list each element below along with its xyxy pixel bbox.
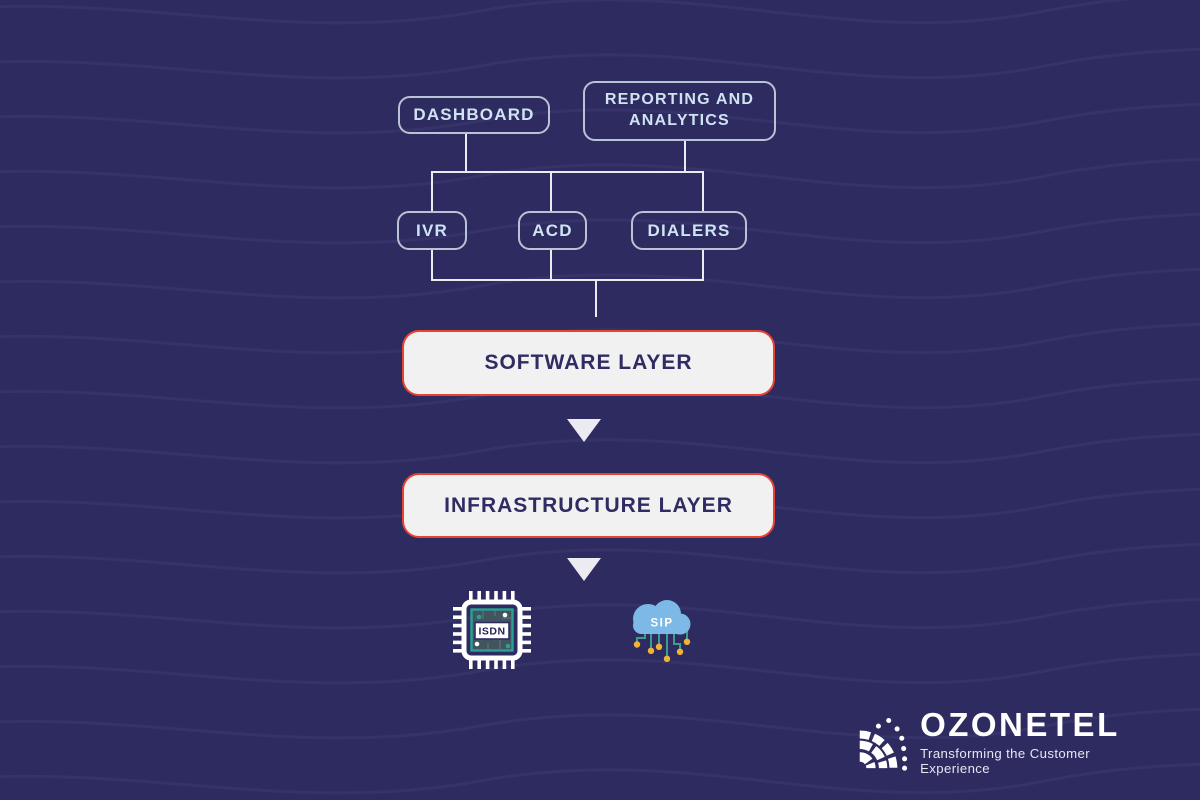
node-acd-label: ACD bbox=[532, 220, 573, 240]
infrastructure-layer-label: INFRASTRUCTURE LAYER bbox=[444, 493, 733, 517]
arrow-down-icon bbox=[567, 558, 601, 581]
node-dialers-label: DIALERS bbox=[647, 220, 731, 240]
node-reporting-analytics: REPORTING AND ANALYTICS bbox=[583, 81, 776, 141]
node-dialers: DIALERS bbox=[631, 211, 747, 250]
software-layer-label: SOFTWARE LAYER bbox=[484, 351, 693, 374]
logo-fan-icon bbox=[859, 717, 908, 771]
infrastructure-layer-box: INFRASTRUCTURE LAYER bbox=[402, 473, 775, 538]
brand-text-column: OZONETEL Transforming the Customer Exper… bbox=[920, 706, 1156, 776]
connector-ivr-up bbox=[431, 173, 433, 211]
node-dashboard-label: DASHBOARD bbox=[413, 105, 535, 124]
connector-reporting-drop bbox=[684, 141, 686, 172]
sip-cloud-icon: SIP bbox=[633, 600, 691, 662]
connector-acd-down bbox=[550, 250, 552, 281]
node-reporting-analytics-label: REPORTING AND ANALYTICS bbox=[604, 91, 755, 129]
software-layer-box: SOFTWARE LAYER bbox=[402, 330, 775, 396]
sip-cloud-label: SIP bbox=[650, 618, 673, 630]
connector-center-drop bbox=[595, 281, 597, 317]
connector-bus-bottom bbox=[431, 279, 704, 281]
connector-acd-up bbox=[550, 173, 552, 211]
node-dashboard: DASHBOARD bbox=[398, 96, 550, 134]
node-acd: ACD bbox=[518, 211, 587, 250]
isdn-chip-icon: ISDN bbox=[453, 591, 531, 669]
arrow-down-icon bbox=[567, 419, 601, 442]
connector-dashboard-drop bbox=[465, 134, 467, 172]
connector-ivr-down bbox=[431, 250, 433, 281]
brand-logo: OZONETEL Transforming the Customer Exper… bbox=[856, 706, 1156, 778]
connector-dialers-down bbox=[702, 250, 704, 281]
brand-tagline: Transforming the Customer Experience bbox=[920, 745, 1091, 776]
connector-dialers-up bbox=[702, 173, 704, 211]
node-ivr: IVR bbox=[397, 211, 467, 250]
node-ivr-label: IVR bbox=[416, 220, 448, 240]
isdn-chip-label: ISDN bbox=[478, 626, 505, 638]
connector-bus-top bbox=[431, 171, 704, 173]
brand-name: OZONETEL bbox=[920, 706, 1120, 743]
